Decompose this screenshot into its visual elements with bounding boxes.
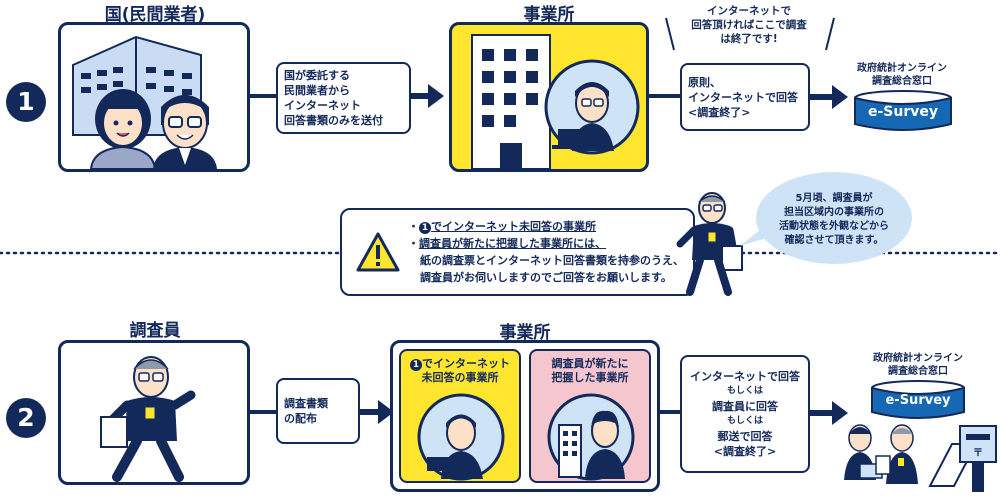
callout-line: は終了です!	[720, 33, 778, 45]
send-text-line: 回答書類のみを送付	[284, 114, 383, 127]
investigator-panel	[58, 340, 250, 485]
answer2-line: インターネットで回答	[690, 370, 800, 383]
arrow-step1-b	[410, 84, 444, 108]
investigator-title: 調査員	[129, 321, 181, 341]
pink-label-line: 調査員が新たに	[551, 357, 629, 370]
office-title-2: 事業所	[499, 323, 551, 343]
investigator-illustration	[100, 356, 196, 482]
office-title-1: 事業所	[523, 5, 575, 25]
arrow-step2-b	[360, 400, 394, 424]
bubble-line: 活動状態を外観などから	[779, 221, 889, 232]
callout-line: 回答頂ければここで調査	[691, 19, 807, 31]
send-text-line: 国が委託する	[284, 69, 350, 82]
office-pink-card: 調査員が新たに 把握した事業所	[529, 349, 651, 483]
answer-box-2: インターネットで回答 もしくは 調査員に回答 もしくは 郵送で回答 <調査終了>	[680, 355, 810, 473]
notice-line-3: 紙の調査票とインターネット回答書類を持参のうえ、	[420, 254, 684, 267]
bubble-line: 担当区域内の事業所の	[784, 207, 884, 218]
callout-marks	[665, 17, 835, 51]
esurvey-label-line: 調査総合窓口	[872, 76, 932, 87]
esurvey-label-line: 政府統計オンライン	[873, 353, 963, 364]
yellow-card-illustration	[417, 393, 505, 481]
esurvey-name-1: e-Survey	[867, 104, 938, 120]
notice-line-1: でインターネット未回答の事業所	[431, 220, 596, 233]
esurvey-name-2: e-Survey	[885, 393, 951, 408]
notice-bullet: ・	[408, 237, 419, 250]
distribute-line: の配布	[284, 412, 317, 425]
yellow-label-line: 未回答の事業所	[421, 371, 499, 384]
answer-line: 原則、	[688, 75, 721, 89]
arrow-step2-a	[250, 410, 280, 414]
send-documents-box: 国が委託する 民間業者から インターネット 回答書類のみを送付	[276, 62, 411, 134]
callout-text: インターネットで 回答頂ければここで調査 は終了です!	[666, 4, 832, 46]
arrow-step1-c	[649, 94, 681, 98]
office-panel-1	[449, 22, 649, 172]
office-illustration-1	[471, 34, 640, 169]
arrow-step2-d	[810, 401, 848, 425]
gov-panel	[58, 22, 250, 172]
yellow-label-line: でインターネット	[422, 357, 510, 370]
step-1-number: 1	[6, 82, 46, 122]
svg-text:〒: 〒	[973, 447, 983, 459]
esurvey-label-line: 政府統計オンライン	[857, 63, 947, 74]
investigator-illustration-mid	[676, 192, 743, 296]
answer-line: インターネットで回答	[688, 90, 798, 104]
notice-step-badge: 1	[419, 222, 431, 234]
callout-line: インターネットで	[707, 5, 791, 17]
pink-label-line: 把握した事業所	[551, 371, 629, 384]
notice-bullet: ・	[408, 220, 419, 233]
answer2-line: もしくは	[726, 386, 763, 396]
distribute-line: 調査書類	[284, 397, 328, 410]
step-2-number: 2	[6, 398, 46, 438]
yellow-step-badge: 1	[410, 359, 422, 371]
esurvey-drum-2	[871, 380, 965, 419]
answer2-line: 郵送で回答	[717, 430, 773, 443]
arrow-step1-a	[250, 94, 280, 98]
send-text-line: インターネット	[284, 99, 361, 112]
esurvey-label-1: 政府統計オンライン 調査総合窓口	[842, 62, 962, 88]
answer-methods-illustration: 〒	[844, 424, 997, 492]
arrow-step1-d	[810, 85, 848, 109]
arrow-step2-c	[660, 410, 682, 414]
bubble-line: 確認させて頂きます。	[784, 235, 884, 246]
esurvey-label-line: 調査総合窓口	[888, 366, 948, 377]
answer2-line: もしくは	[726, 416, 763, 426]
answer2-line: 調査員に回答	[712, 400, 778, 413]
esurvey-drum-1	[854, 90, 952, 131]
answer-line: <調査終了>	[688, 105, 751, 119]
send-text-line: 民間業者から	[284, 84, 350, 97]
bubble-line: 5月頃、調査員が	[795, 193, 873, 204]
gov-illustration	[72, 35, 217, 169]
notice-line-4: 調査員がお伺いしますのでご回答をお願いします。	[420, 271, 672, 284]
notice-line-2: 調査員が新たに把握した事業所には、	[419, 237, 606, 250]
distribute-box: 調査書類 の配布	[276, 378, 360, 444]
answer-box-1: 原則、 インターネットで回答 <調査終了>	[680, 63, 810, 131]
gov-title: 国(民間業者)	[104, 5, 206, 25]
esurvey-label-2: 政府統計オンライン 調査総合窓口	[858, 352, 978, 378]
pink-card-illustration	[547, 393, 635, 481]
warning-icon	[356, 232, 400, 272]
info-bubble: 5月頃、調査員が 担当区域内の事業所の 活動状態を外観などから 確認させて頂きま…	[756, 172, 912, 264]
bubble-tail	[740, 228, 780, 246]
answer2-line: <調査終了>	[713, 445, 777, 458]
